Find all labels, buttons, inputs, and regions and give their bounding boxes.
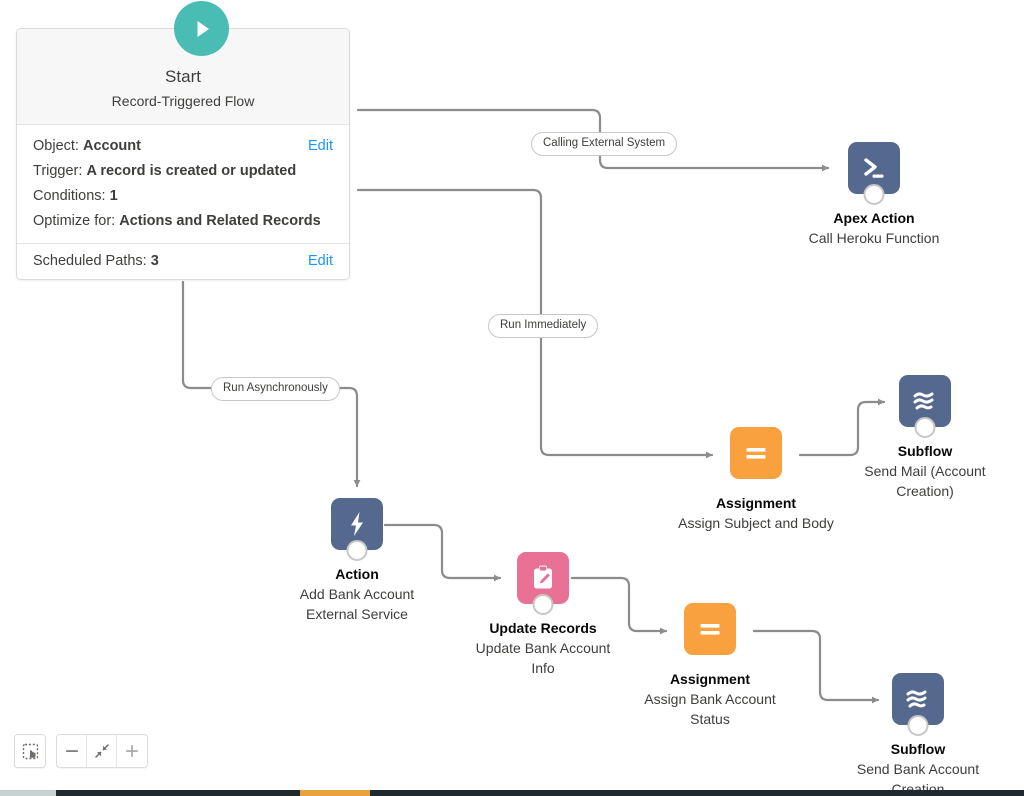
start-detail-conditions-value: 1 xyxy=(109,188,118,204)
terminal-icon[interactable] xyxy=(848,142,900,205)
node-name: Call Heroku Function xyxy=(808,230,940,246)
marquee-select-icon[interactable] xyxy=(15,735,45,767)
node-label: Subflow xyxy=(890,741,946,757)
connector-async-to-action xyxy=(324,386,361,488)
lightning-bolt-icon[interactable] xyxy=(331,498,383,561)
path-label-run-immediately[interactable]: Run Immediately xyxy=(488,314,599,338)
clipboard-pencil-icon[interactable] xyxy=(517,552,569,615)
start-detail-object: Object: Account Edit xyxy=(33,134,333,159)
connector-assignment-subject-to-subflow-mail xyxy=(798,398,886,457)
node-stub[interactable] xyxy=(914,417,936,438)
node-label: Apex Action xyxy=(833,210,915,226)
fit-to-view-icon[interactable] xyxy=(87,735,117,767)
equals-icon[interactable] xyxy=(684,603,736,655)
scheduled-paths-label: Scheduled Paths: xyxy=(33,253,147,269)
equals-icon[interactable] xyxy=(730,427,782,479)
os-taskbar-strip xyxy=(0,790,1024,796)
path-label-calling-external-system[interactable]: Calling External System xyxy=(531,132,678,156)
subflow-waves-icon[interactable] xyxy=(892,673,944,736)
node-name: Add Bank Account External Service xyxy=(299,586,415,622)
play-icon[interactable] xyxy=(174,1,229,56)
os-taskbar-segment-active xyxy=(300,790,370,796)
start-detail-object-value: Account xyxy=(82,138,141,154)
start-detail-object-label: Object: xyxy=(33,138,79,154)
node-apex-action[interactable]: Apex Action Call Heroku Function xyxy=(794,142,954,248)
node-label: Subflow xyxy=(897,443,953,459)
node-assignment-subject[interactable]: Assignment Assign Subject and Body xyxy=(676,427,836,533)
node-subflow-bank[interactable]: Subflow Send Bank Account Creation xyxy=(838,673,998,796)
connector-action-to-update-records xyxy=(383,523,502,582)
node-assignment-status[interactable]: Assignment Assign Bank Account Status xyxy=(630,603,790,729)
node-label: Update Records xyxy=(489,620,597,636)
minus-icon[interactable] xyxy=(57,735,87,767)
start-title: Start xyxy=(165,67,201,86)
start-detail-trigger-label: Trigger: xyxy=(33,163,83,179)
node-stub[interactable] xyxy=(532,594,554,615)
os-taskbar-segment-left xyxy=(0,790,56,796)
node-name: Assign Subject and Body xyxy=(678,515,834,531)
start-detail-trigger-value: A record is created or updated xyxy=(86,163,297,179)
start-detail-trigger: Trigger: A record is created or updated xyxy=(33,159,333,184)
start-scheduled-paths: Scheduled Paths: 3 Edit xyxy=(17,243,349,279)
node-stub[interactable] xyxy=(346,540,368,561)
connector-start-down-async xyxy=(181,280,216,390)
start-node-details: Object: Account Edit Trigger: A record i… xyxy=(17,125,349,243)
edit-object-link[interactable]: Edit xyxy=(308,138,333,154)
node-stub[interactable] xyxy=(907,715,929,736)
node-subflow-mail[interactable]: Subflow Send Mail (Account Creation) xyxy=(845,375,1005,501)
subflow-waves-icon[interactable] xyxy=(899,375,951,438)
node-stub[interactable] xyxy=(863,184,885,205)
scheduled-paths-value: 3 xyxy=(150,253,159,269)
path-label-run-asynchronously[interactable]: Run Asynchronously xyxy=(211,377,340,401)
start-subtitle: Record-Triggered Flow xyxy=(111,93,255,109)
node-label: Assignment xyxy=(715,495,797,511)
connector-assignment-status-to-subflow-bank xyxy=(752,629,880,704)
node-label: Assignment xyxy=(669,671,751,687)
node-action-bank[interactable]: Action Add Bank Account External Service xyxy=(277,498,437,624)
zoom-controls-group[interactable] xyxy=(56,734,148,768)
start-detail-conditions: Conditions: 1 xyxy=(33,184,333,209)
start-node-card[interactable]: Start Record-Triggered Flow Object: Acco… xyxy=(16,1,350,280)
plus-icon[interactable] xyxy=(117,735,147,767)
node-name: Send Mail (Account Creation) xyxy=(864,463,986,499)
start-detail-optimize-value: Actions and Related Records xyxy=(119,213,321,229)
select-mode-group[interactable] xyxy=(14,734,46,768)
node-update-records[interactable]: Update Records Update Bank Account Info xyxy=(463,552,623,678)
node-label: Action xyxy=(335,566,379,582)
node-name: Update Bank Account Info xyxy=(475,640,611,676)
edit-scheduled-paths-link[interactable]: Edit xyxy=(308,253,333,269)
connector-update-records-to-assignment-status xyxy=(570,576,668,635)
start-detail-optimize: Optimize for: Actions and Related Record… xyxy=(33,209,333,234)
start-detail-conditions-label: Conditions: xyxy=(33,188,106,204)
zoom-toolbar[interactable] xyxy=(14,734,148,768)
node-name: Assign Bank Account Status xyxy=(644,691,776,727)
start-detail-optimize-label: Optimize for: xyxy=(33,213,116,229)
